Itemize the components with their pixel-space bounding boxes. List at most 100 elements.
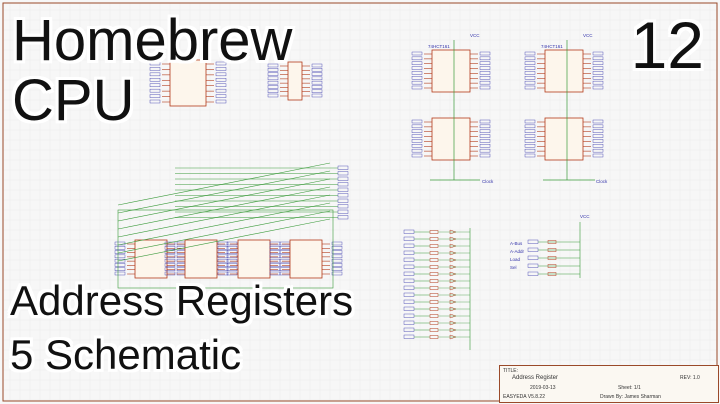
- net-flag: [331, 271, 343, 276]
- net-flag: [524, 153, 536, 158]
- net-flag: [524, 139, 536, 143]
- ic-chip: [169, 59, 207, 107]
- title-block-date: 2019-03-13: [530, 385, 556, 391]
- net-flag: [311, 72, 323, 76]
- ic-chip: [237, 239, 271, 279]
- resistor: [547, 272, 557, 276]
- net-flag: [479, 56, 491, 61]
- resistor: [429, 314, 439, 318]
- title-block-label: TITLE:: [503, 368, 519, 374]
- net-flag: [114, 254, 126, 259]
- net-flag: [479, 144, 491, 148]
- net-flag: [114, 263, 126, 267]
- net-flag: [411, 80, 423, 85]
- net-flag: [403, 278, 415, 283]
- net-flag: [164, 271, 176, 276]
- net-flag: [226, 254, 238, 259]
- vcc-label: VCC: [583, 33, 593, 38]
- episode-number: 12: [630, 8, 704, 82]
- net-flag: [592, 124, 604, 129]
- net-flag: [527, 263, 539, 268]
- net-flag: [524, 80, 536, 85]
- net-flag: [267, 80, 279, 85]
- net-flag: [267, 93, 279, 98]
- ic-chip: [184, 239, 218, 279]
- net-flag: [226, 271, 238, 276]
- net-flag: [403, 334, 415, 339]
- net-flag: [217, 267, 229, 271]
- ic-chip: [431, 49, 471, 93]
- net-flag: [269, 246, 281, 250]
- chip-part-label: 74HCT161: [428, 44, 450, 49]
- title-block-title: Address Register: [512, 375, 559, 381]
- net-flag: [403, 320, 415, 325]
- net-flag: [524, 134, 536, 138]
- net-flag: [403, 313, 415, 318]
- title-block-software: EASYEDA V5.8.22: [503, 394, 545, 400]
- net-flag: [267, 89, 279, 93]
- ic-chip: [544, 117, 584, 161]
- net-flag: [403, 243, 415, 248]
- net-flag: [267, 76, 279, 81]
- subtitle-line-2: 5 Schematic: [10, 331, 242, 378]
- ic-chip: [134, 239, 168, 279]
- net-flag: [215, 72, 227, 77]
- resistor: [429, 272, 439, 276]
- net-flag: [226, 246, 238, 250]
- ic-group: [114, 40, 604, 289]
- net-flag: [524, 129, 536, 133]
- net-flag: [217, 250, 229, 254]
- net-flag: [403, 271, 415, 276]
- net-flag: [411, 66, 423, 70]
- net-flag: [217, 258, 229, 263]
- net-flag: [149, 61, 161, 66]
- net-flag: [524, 144, 536, 148]
- resistor: [429, 293, 439, 297]
- net-flag: [331, 254, 343, 259]
- net-flag: [411, 148, 423, 153]
- sheet-grid: [3, 3, 717, 401]
- clock-net-label: Clock: [596, 179, 608, 184]
- net-flag: [164, 246, 176, 250]
- resistor: [547, 264, 557, 268]
- net-flag: [279, 254, 291, 259]
- net-flag: [479, 119, 491, 124]
- vcc-label: VCC: [580, 214, 590, 219]
- net-flag: [114, 250, 126, 254]
- net-flag: [331, 267, 343, 271]
- net-flag: [411, 76, 423, 80]
- net-flag: [217, 271, 229, 276]
- net-flag: [403, 229, 415, 234]
- net-flag: [524, 71, 536, 75]
- net-flag: [337, 209, 349, 214]
- input-net-label: Sel: [510, 265, 517, 270]
- net-flag: [215, 67, 227, 71]
- net-flag: [527, 271, 539, 276]
- resistor: [547, 240, 557, 244]
- net-flag: [164, 267, 176, 271]
- net-flag: [592, 66, 604, 70]
- net-flag: [411, 144, 423, 148]
- net-flag: [226, 267, 238, 271]
- net-flag: [592, 51, 604, 56]
- resistor: [429, 230, 439, 234]
- net-flag: [524, 119, 536, 124]
- net-flag: [226, 258, 238, 263]
- net-flag: [524, 85, 536, 90]
- net-flag: [592, 119, 604, 124]
- net-flag: [479, 80, 491, 85]
- net-flag: [403, 299, 415, 304]
- net-flag: [592, 61, 604, 65]
- clock-net-label: Clock: [482, 179, 494, 184]
- net-flag: [337, 182, 349, 187]
- subtitle-line-1: Address Registers: [10, 277, 354, 324]
- chip-part-label: 74HCT161: [541, 44, 563, 49]
- net-flag: [337, 198, 349, 203]
- net-flag: [592, 56, 604, 61]
- net-flag: [269, 254, 281, 259]
- net-flag: [592, 85, 604, 90]
- net-flag: [226, 263, 238, 267]
- net-flag: [592, 80, 604, 85]
- resistor: [429, 300, 439, 304]
